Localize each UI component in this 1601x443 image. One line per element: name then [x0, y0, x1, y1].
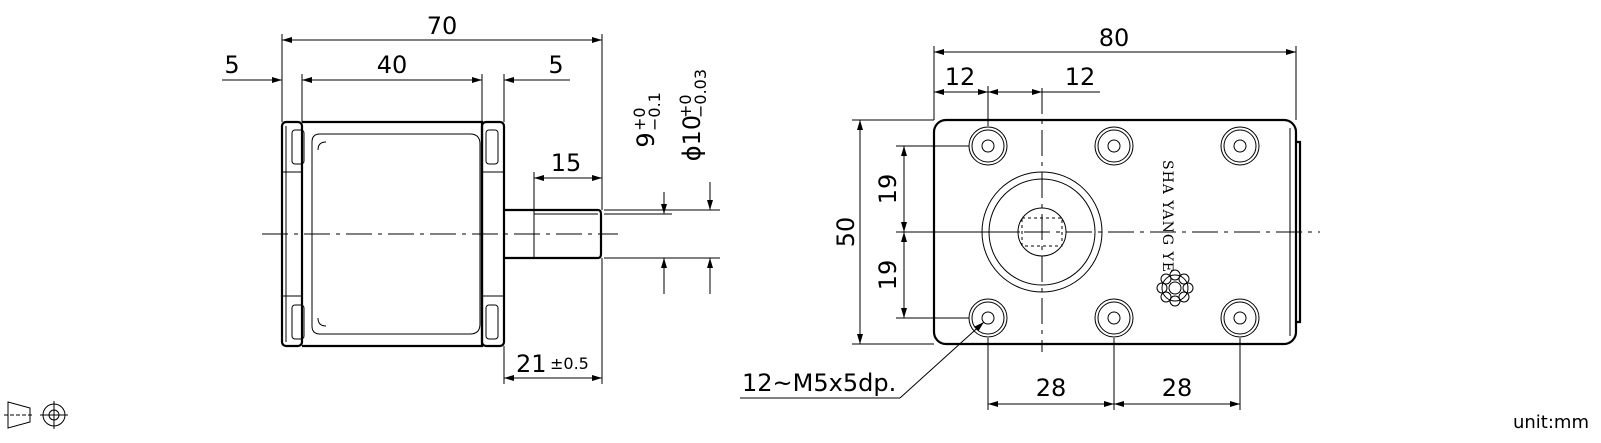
dim-15: 15: [551, 149, 582, 177]
dim-28-right: 28: [1162, 374, 1193, 402]
dim-12-right: 12: [1065, 63, 1096, 91]
dim-phi10-tol-lower: −0.03: [691, 69, 710, 118]
dim-9-tol-lower: −0.1: [645, 92, 664, 131]
dim-80: 80: [1099, 24, 1130, 52]
left-flange: [280, 120, 305, 348]
mount-hole: [968, 298, 1008, 338]
dim-70: 70: [427, 12, 458, 40]
dim-phi10-tol-upper: +0: [676, 94, 695, 118]
mount-hole: [968, 126, 1008, 166]
dim-9-group: 9 +0 −0.1: [630, 92, 664, 148]
dim-9: 9: [632, 132, 660, 147]
brand-text: SHA YANG YE: [1159, 160, 1175, 273]
brand-logo-icon: [1156, 269, 1194, 307]
dim-50: 50: [832, 217, 860, 248]
dim-5-right: 5: [548, 51, 563, 79]
mount-hole: [1220, 126, 1260, 166]
brand-label: SHA YANG YE: [1159, 160, 1175, 273]
dim-phi10-group: ϕ10 +0 −0.03: [676, 69, 710, 161]
dim-40: 40: [377, 51, 408, 79]
dim-19-lower: 19: [874, 260, 902, 291]
hole-callout: 12~M5x5dp.: [742, 369, 896, 397]
mount-hole: [1094, 126, 1134, 166]
side-view: 70 5 40 5 15 21 ±0.5 9 +0 −0.1: [222, 12, 720, 384]
front-view: SHA YANG YE 80 12 12 50: [740, 24, 1320, 410]
dim-19-upper: 19: [874, 174, 902, 205]
projection-symbol-icon: [4, 401, 68, 429]
dim-9-tol-upper: +0: [630, 107, 649, 131]
dim-21-tol: ±0.5: [550, 354, 589, 373]
mount-hole: [1094, 298, 1134, 338]
dim-21: 21: [516, 350, 547, 378]
right-flange: [480, 120, 506, 348]
dim-12-left: 12: [945, 63, 976, 91]
dim-28-left: 28: [1036, 374, 1067, 402]
shaft: [504, 208, 603, 260]
mount-hole: [1220, 298, 1260, 338]
unit-label: unit:mm: [1512, 412, 1589, 433]
dim-phi10: ϕ10: [678, 115, 706, 161]
dim-5-left: 5: [224, 51, 239, 79]
